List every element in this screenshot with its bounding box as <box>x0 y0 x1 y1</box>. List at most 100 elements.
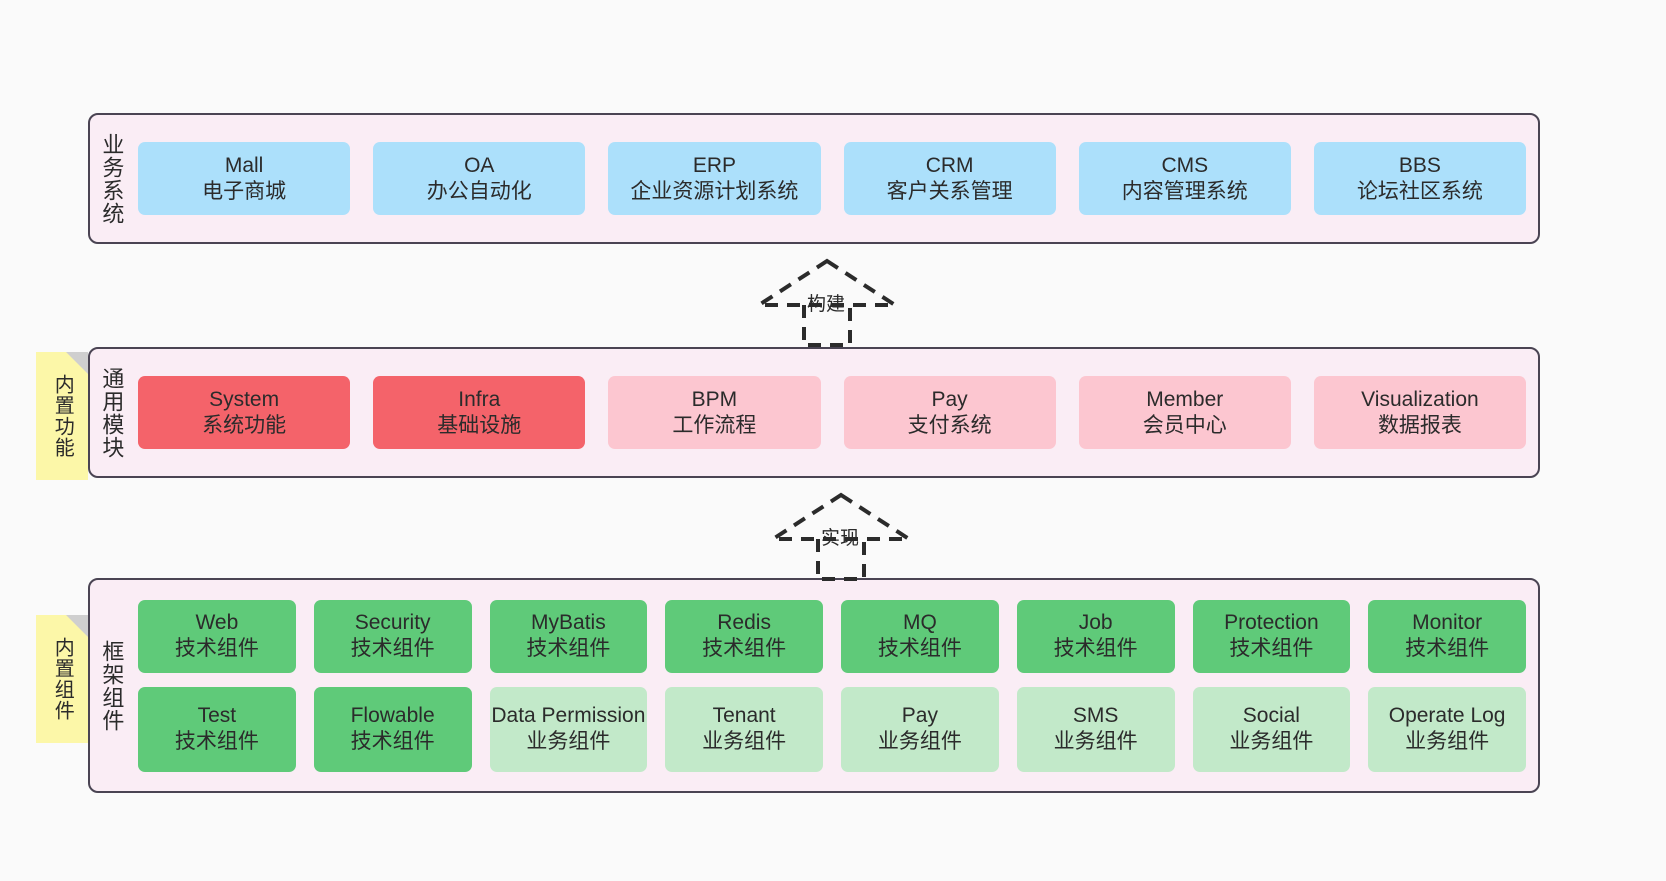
card-subtitle: 技术组件 <box>526 637 611 660</box>
card-flowable[interactable]: Flowable 技术组件 <box>313 686 472 772</box>
layer-title-common-module: 通用模块 <box>99 366 125 459</box>
layer-framework-component[interactable]: 框架组件 Web 技术组件 Security 技术组件 MyBatis 技术组件… <box>88 578 1540 793</box>
card-title: Tenant <box>712 704 776 728</box>
card-title: Flowable <box>350 704 435 728</box>
card-subtitle: 系统功能 <box>202 413 287 437</box>
card-subtitle: 内容管理系统 <box>1121 179 1248 203</box>
card-title: Member <box>1146 387 1224 411</box>
card-member[interactable]: Member 会员中心 <box>1078 376 1291 449</box>
layer-body-framework-component: Web 技术组件 Security 技术组件 MyBatis 技术组件 Redi… <box>132 580 1538 791</box>
card-subtitle: 技术组件 <box>350 730 435 753</box>
note-fold-corner-icon <box>66 352 88 374</box>
card-title: SMS <box>1072 704 1119 728</box>
note-label: 内置功能 <box>51 374 74 458</box>
card-tenant[interactable]: Tenant 业务组件 <box>665 686 823 772</box>
card-subtitle: 企业资源计划系统 <box>630 179 799 203</box>
card-title: Security <box>354 611 431 635</box>
connector-build: 构建 <box>752 257 902 347</box>
layer-body-business-system: Mall 电子商城 OA 办公自动化 ERP 企业资源计划系统 CRM 客户关系… <box>132 115 1538 242</box>
card-title: BPM <box>691 387 738 411</box>
card-title: CRM <box>925 153 974 177</box>
card-operate-log[interactable]: Operate Log 业务组件 <box>1368 686 1526 772</box>
card-mall[interactable]: Mall 电子商城 <box>138 142 351 215</box>
card-row: System 系统功能 Infra 基础设施 BPM 工作流程 Pay 支付系统… <box>138 376 1527 449</box>
card-web[interactable]: Web 技术组件 <box>138 599 296 673</box>
card-title: BBS <box>1398 153 1441 177</box>
card-sms[interactable]: SMS 业务组件 <box>1016 686 1175 772</box>
card-title: Visualization <box>1361 387 1479 411</box>
card-erp[interactable]: ERP 企业资源计划系统 <box>608 142 821 215</box>
card-title: Pay <box>901 704 938 728</box>
card-subtitle: 电子商城 <box>202 179 287 203</box>
card-title: Mall <box>224 153 264 177</box>
card-subtitle: 业务组件 <box>877 730 962 753</box>
card-title: Redis <box>717 611 771 635</box>
card-subtitle: 数据报表 <box>1377 413 1462 437</box>
card-subtitle: 会员中心 <box>1142 413 1227 437</box>
card-title: MyBatis <box>531 611 606 635</box>
card-title: Operate Log <box>1388 704 1506 728</box>
card-subtitle: 基础设施 <box>437 413 522 437</box>
card-subtitle: 业务组件 <box>1405 730 1490 753</box>
connector-implement: 实现 <box>766 491 916 581</box>
card-subtitle: 技术组件 <box>174 637 259 660</box>
card-crm[interactable]: CRM 客户关系管理 <box>843 142 1056 215</box>
card-visualization[interactable]: Visualization 数据报表 <box>1313 376 1527 449</box>
card-subtitle: 技术组件 <box>1405 637 1490 660</box>
card-social[interactable]: Social 业务组件 <box>1192 686 1351 772</box>
card-title: Social <box>1242 704 1300 728</box>
card-data-permission[interactable]: Data Permission 业务组件 <box>489 686 648 772</box>
card-title: Pay <box>931 387 968 411</box>
card-row: Test 技术组件 Flowable 技术组件 Data Permission … <box>138 686 1526 772</box>
card-subtitle: 业务组件 <box>526 730 611 753</box>
card-subtitle: 技术组件 <box>1229 637 1314 660</box>
note-builtin-functions: 内置功能 <box>36 352 88 480</box>
note-builtin-components: 内置组件 <box>36 615 88 743</box>
card-title: Infra <box>458 387 501 411</box>
card-subtitle: 办公自动化 <box>426 179 532 203</box>
card-subtitle: 业务组件 <box>702 730 787 753</box>
connector-label: 构建 <box>807 294 846 315</box>
card-subtitle: 支付系统 <box>907 413 992 437</box>
card-title: System <box>209 387 280 411</box>
card-title: Monitor <box>1412 611 1483 635</box>
card-subtitle: 论坛社区系统 <box>1356 179 1483 203</box>
card-subtitle: 技术组件 <box>174 730 259 753</box>
card-pay-component[interactable]: Pay 业务组件 <box>841 686 999 772</box>
card-infra[interactable]: Infra 基础设施 <box>373 376 586 449</box>
card-pay-module[interactable]: Pay 支付系统 <box>843 376 1056 449</box>
card-system[interactable]: System 系统功能 <box>138 376 351 449</box>
card-subtitle: 技术组件 <box>877 637 962 660</box>
card-redis[interactable]: Redis 技术组件 <box>665 599 823 673</box>
card-mq[interactable]: MQ 技术组件 <box>841 599 999 673</box>
layer-title-business-system: 业务系统 <box>99 132 125 225</box>
card-subtitle: 工作流程 <box>672 413 757 437</box>
card-protection[interactable]: Protection 技术组件 <box>1192 599 1351 673</box>
layer-common-module[interactable]: 通用模块 System 系统功能 Infra 基础设施 BPM 工作流程 Pay <box>88 347 1540 478</box>
card-subtitle: 技术组件 <box>702 637 787 660</box>
card-bbs[interactable]: BBS 论坛社区系统 <box>1313 142 1527 215</box>
card-cms[interactable]: CMS 内容管理系统 <box>1078 142 1291 215</box>
card-row: Mall 电子商城 OA 办公自动化 ERP 企业资源计划系统 CRM 客户关系… <box>138 142 1527 215</box>
card-security[interactable]: Security 技术组件 <box>313 599 472 673</box>
card-subtitle: 技术组件 <box>1053 637 1138 660</box>
layer-business-system[interactable]: 业务系统 Mall 电子商城 OA 办公自动化 ERP 企业资源计划系统 CRM <box>88 113 1540 244</box>
card-title: Data Permission <box>491 704 646 728</box>
card-title: MQ <box>902 611 937 635</box>
card-title: Test <box>197 704 237 728</box>
card-row: Web 技术组件 Security 技术组件 MyBatis 技术组件 Redi… <box>138 599 1526 673</box>
layer-body-common-module: System 系统功能 Infra 基础设施 BPM 工作流程 Pay 支付系统… <box>132 349 1538 476</box>
connector-label: 实现 <box>821 528 860 549</box>
card-test[interactable]: Test 技术组件 <box>138 686 296 772</box>
note-label: 内置组件 <box>51 637 74 721</box>
card-monitor[interactable]: Monitor 技术组件 <box>1368 599 1526 673</box>
card-bpm[interactable]: BPM 工作流程 <box>608 376 821 449</box>
card-oa[interactable]: OA 办公自动化 <box>373 142 586 215</box>
card-subtitle: 业务组件 <box>1053 730 1138 753</box>
card-job[interactable]: Job 技术组件 <box>1016 599 1175 673</box>
card-title: OA <box>464 153 495 177</box>
card-subtitle: 客户关系管理 <box>886 179 1013 203</box>
card-title: Web <box>195 611 239 635</box>
card-mybatis[interactable]: MyBatis 技术组件 <box>489 599 648 673</box>
